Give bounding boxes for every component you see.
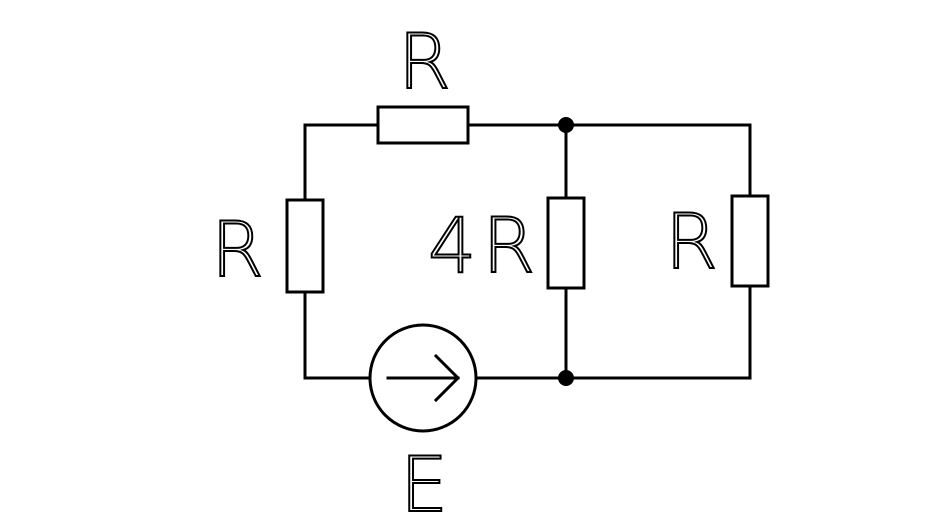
junction-top [558, 117, 574, 133]
middle-resistor-label: 4R [428, 201, 541, 290]
junction-bottom [558, 370, 574, 386]
wires [303, 123, 752, 380]
arrow-right-icon [433, 353, 461, 403]
top-resistor-label: R [398, 17, 457, 106]
middle-resistor [546, 196, 586, 290]
left-resistor-label: R [211, 205, 270, 294]
left-resistor [285, 198, 325, 294]
top-resistor [376, 105, 470, 145]
voltage-source [368, 323, 478, 433]
right-resistor [730, 194, 770, 288]
source-label: E [400, 440, 454, 528]
right-resistor-label: R [665, 197, 724, 286]
